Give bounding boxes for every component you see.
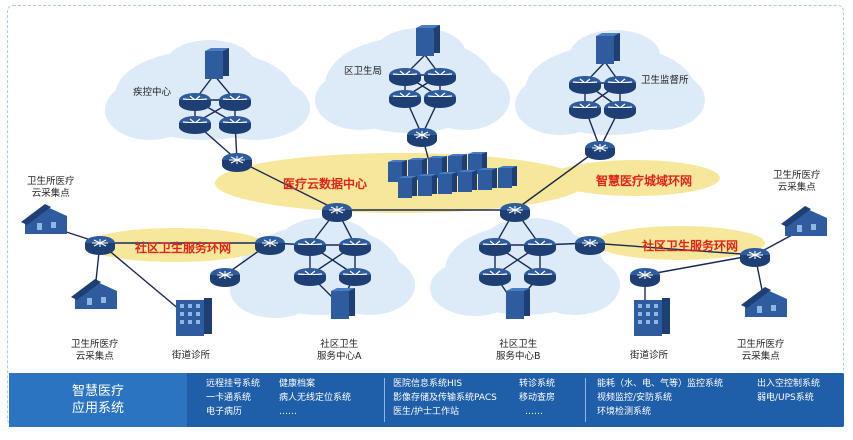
label-clinic-collect-tl: 卫生所医疗 云采集点 (27, 176, 75, 199)
label-district-health-bureau: 区卫生局 (344, 66, 383, 77)
system-item: …… (279, 407, 297, 417)
system-item: 医生/护士工作站 (393, 407, 460, 417)
system-item: 影像存储及传输系统PACS (393, 393, 497, 403)
hub-label: 医疗云数据中心 (283, 177, 368, 191)
system-item: 弱电/UPS系统 (757, 393, 814, 403)
system-item: 转诊系统 (519, 379, 556, 389)
label-clinic-collect-bl: 卫生所医疗 云采集点 (71, 339, 119, 362)
system-item: 移动查房 (519, 393, 556, 403)
divider (585, 378, 586, 422)
label-community-center-a: 社区卫生 服务中心A (317, 339, 362, 362)
community-ring-right-label: 社区卫生服务环网 (642, 239, 739, 253)
system-item: 电子病历 (206, 407, 243, 417)
system-item: 能耗（水、电、气等）监控系统 (597, 379, 724, 389)
label-street-clinic-left: 街道诊所 (172, 350, 211, 361)
community-ring-left-label: 社区卫生服务环网 (135, 241, 232, 255)
label-clinic-collect-tr: 卫生所医疗 云采集点 (773, 170, 821, 193)
label-street-clinic-right: 街道诊所 (630, 350, 669, 361)
app-bar-title-line2: 应用系统 (71, 401, 124, 416)
app-bar-title-line1: 智慧医疗 (71, 384, 124, 399)
system-item: 视频监控/安防系统 (597, 393, 673, 403)
system-item: 病人无线定位系统 (279, 393, 352, 403)
system-item: 一卡通系统 (206, 393, 252, 403)
system-item: …… (525, 407, 543, 417)
label-community-center-b: 社区卫生 服务中心B (496, 339, 541, 362)
system-item: 医院信息系统HIS (393, 379, 463, 389)
cloud-center-a (230, 218, 415, 318)
city-ring-label: 智慧医疗城域环网 (596, 174, 693, 188)
system-item: 环境检测系统 (597, 407, 652, 417)
cloud-district (315, 28, 510, 133)
system-item: 出入空控制系统 (757, 379, 821, 389)
app-bar-title: 智慧医疗 应用系统 (9, 373, 187, 427)
system-item: 远程挂号系统 (206, 379, 261, 389)
divider (384, 378, 385, 422)
label-health-supervision: 卫生监督所 (641, 75, 689, 86)
label-cdc: 疾控中心 (133, 87, 172, 98)
system-item: 健康档案 (279, 379, 316, 389)
label-clinic-collect-br: 卫生所医疗 云采集点 (737, 339, 785, 362)
application-systems-bar: 智慧医疗 应用系统 远程挂号系统 健康档案 一卡通系统 病人无线定位系统 电子病… (9, 373, 844, 427)
